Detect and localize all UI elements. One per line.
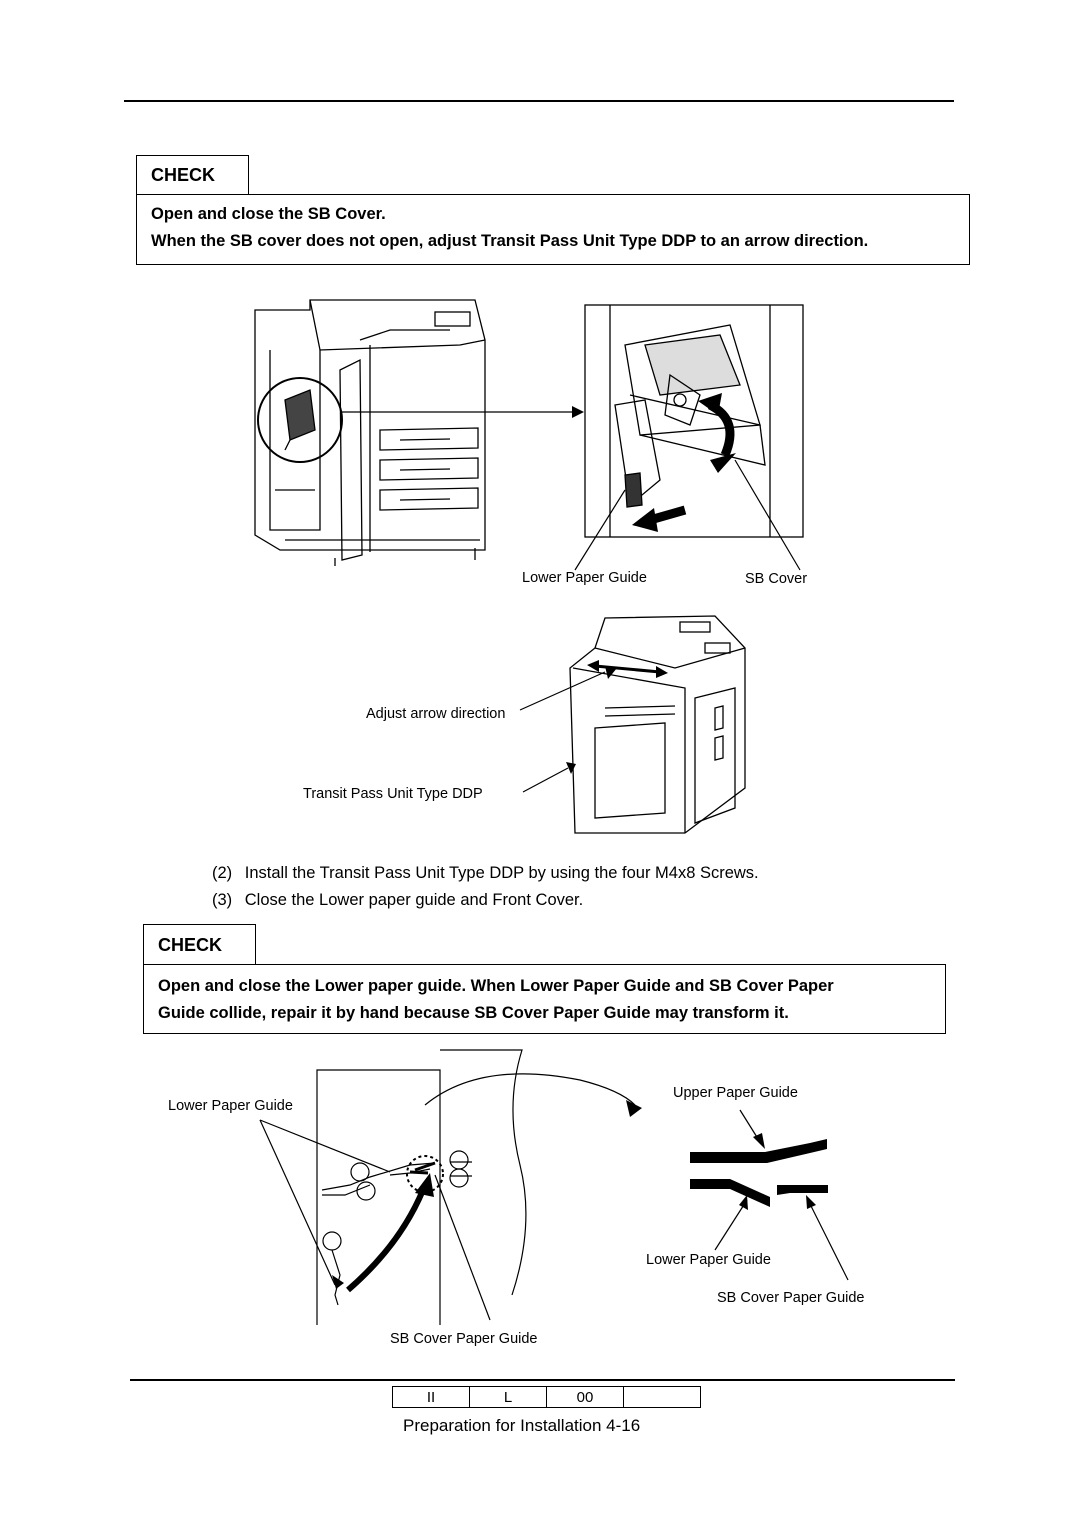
step-2: (2) Install the Transit Pass Unit Type D… <box>212 864 759 883</box>
header-rule <box>124 100 954 102</box>
fig1-sb-cover-label: SB Cover <box>745 571 808 587</box>
footer-revision-table: II L 00 <box>392 1386 701 1408</box>
check-tab-1: CHECK <box>136 155 249 195</box>
check-box-2: Open and close the Lower paper guide. Wh… <box>143 964 946 1034</box>
step-2-number: (2) <box>212 864 233 882</box>
footer-cell-4 <box>623 1386 701 1408</box>
check-tab-1-label: CHECK <box>151 165 216 185</box>
step-3-number: (3) <box>212 891 233 909</box>
adjust-arrow-pointer <box>519 666 617 711</box>
footer-cell-3: 00 <box>546 1386 624 1408</box>
step-2-text: Install the Transit Pass Unit Type DDP b… <box>244 864 759 882</box>
fig3-lower-paper-guide-left-label: Lower Paper Guide <box>168 1098 293 1114</box>
fig3-sb-cover-paper-guide-bottom-label: SB Cover Paper Guide <box>390 1331 538 1347</box>
check-2-line-2: Guide collide, repair it by hand because… <box>158 1004 789 1022</box>
check-box-1: Open and close the SB Cover. When the SB… <box>136 194 970 265</box>
transit-unit-pointer <box>522 762 576 793</box>
fig3-lower-paper-guide-right-label: Lower Paper Guide <box>646 1252 771 1268</box>
step-3-text: Close the Lower paper guide and Front Co… <box>244 891 584 909</box>
paper-path-diagram <box>259 1049 849 1325</box>
check-tab-2-label: CHECK <box>158 934 223 955</box>
check-2-line-1: Open and close the Lower paper guide. Wh… <box>158 977 834 995</box>
fig3-sb-cover-paper-guide-right-label: SB Cover Paper Guide <box>717 1290 865 1306</box>
sb-cover-closeup-illustration <box>574 304 804 571</box>
footer-cell-1: II <box>392 1386 470 1408</box>
fig2-adjust-arrow-label: Adjust arrow direction <box>366 706 506 722</box>
footer-page-label: Preparation for Installation 4-16 <box>403 1416 641 1435</box>
fig1-lower-paper-guide-label: Lower Paper Guide <box>522 570 647 586</box>
machine-front-open-illustration <box>254 299 486 566</box>
check-1-line-1: Open and close the SB Cover. <box>151 205 386 223</box>
fig2-transit-unit-label: Transit Pass Unit Type DDP <box>303 786 483 802</box>
transit-pass-unit-illustration <box>569 615 746 834</box>
fig3-upper-paper-guide-label: Upper Paper Guide <box>673 1085 798 1101</box>
footer-cell-2: L <box>469 1386 547 1408</box>
step-3: (3) Close the Lower paper guide and Fron… <box>212 891 583 910</box>
check-1-line-2: When the SB cover does not open, adjust … <box>151 232 869 250</box>
zoom-arrow <box>340 406 584 418</box>
footer-rule <box>130 1379 955 1381</box>
check-tab-2: CHECK <box>143 924 256 965</box>
